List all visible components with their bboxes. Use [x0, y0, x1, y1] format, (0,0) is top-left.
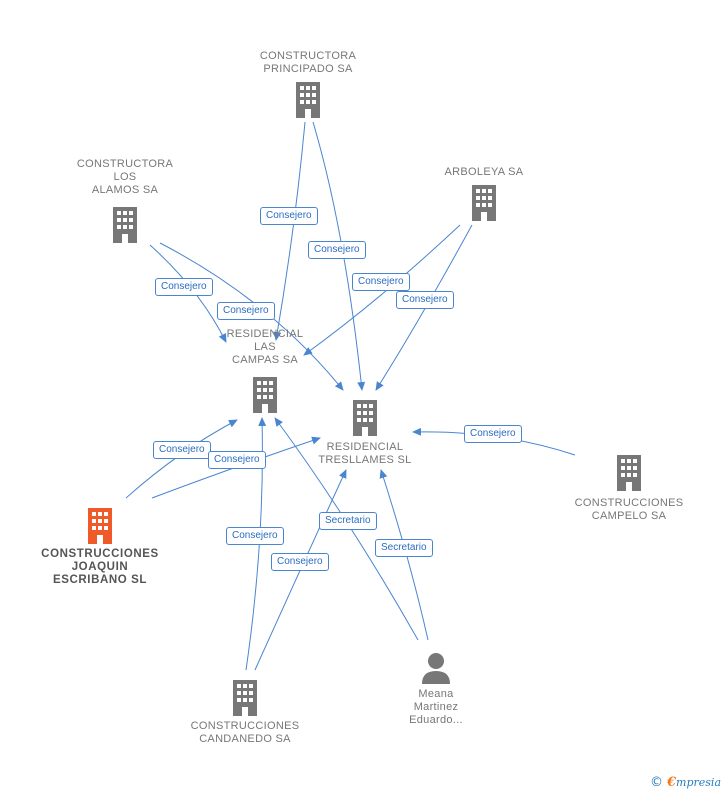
- node-residencial-las-campas[interactable]: RESIDENCIAL LAS CAMPAS SA: [195, 328, 335, 413]
- node-label: CONSTRUCCIONES JOAQUIN ESCRIBANO SL: [41, 548, 159, 586]
- building-icon: [472, 185, 496, 221]
- brand-initial: €: [667, 775, 677, 790]
- edge-label-principado-tresllames: Consejero: [308, 241, 366, 259]
- node-label: CONSTRUCTORA PRINCIPADO SA: [259, 50, 357, 75]
- building-icon: [353, 400, 377, 436]
- building-icon: [296, 82, 320, 118]
- edge-label-joaquin-campas: Consejero: [153, 441, 211, 459]
- node-label: CONSTRUCCIONES CAMPELO SA: [574, 497, 684, 522]
- node-label: CONSTRUCCIONES CANDANEDO SA: [190, 720, 300, 745]
- edge-label-arboleya-tresllames: Consejero: [396, 291, 454, 309]
- edge-meana-tresllames: [379, 469, 429, 641]
- building-icon: [88, 508, 112, 544]
- empresia-brand: © €mpresia: [650, 775, 721, 790]
- node-construcciones-candanedo[interactable]: CONSTRUCCIONES CANDANEDO SA: [175, 680, 315, 746]
- node-label: CONSTRUCTORA LOS ALAMOS SA: [76, 158, 174, 196]
- building-icon: [617, 455, 641, 491]
- node-label: ARBOLEYA SA: [444, 166, 524, 178]
- node-residencial-tresllames[interactable]: RESIDENCIAL TRESLLAMES SL: [295, 400, 435, 467]
- edge-label-meana-tresllames: Secretario: [375, 539, 433, 557]
- edge-label-alamos-campas: Consejero: [155, 278, 213, 296]
- edge-arboleya-campas: [303, 224, 461, 356]
- edge-label-principado-campas: Consejero: [260, 207, 318, 225]
- edge-label-meana-campas: Secretario: [319, 512, 377, 530]
- edge-label-alamos-tresllames: Consejero: [217, 302, 275, 320]
- building-icon: [113, 207, 137, 243]
- node-label: RESIDENCIAL TRESLLAMES SL: [318, 441, 412, 466]
- node-construcciones-campelo[interactable]: CONSTRUCCIONES CAMPELO SA: [559, 455, 699, 523]
- edge-label-joaquin-tresllames: Consejero: [208, 451, 266, 469]
- edge-arboleya-tresllames: [375, 224, 473, 391]
- edge-label-candanedo-tresllames: Consejero: [271, 553, 329, 571]
- edge-label-candanedo-campas: Consejero: [226, 527, 284, 545]
- node-constructora-principado[interactable]: CONSTRUCTORA PRINCIPADO SA: [238, 50, 378, 118]
- edge-label-campelo-tresllames: Consejero: [464, 425, 522, 443]
- node-label: RESIDENCIAL LAS CAMPAS SA: [226, 328, 304, 366]
- node-construcciones-joaquin-escribano[interactable]: CONSTRUCCIONES JOAQUIN ESCRIBANO SL: [20, 508, 180, 587]
- node-arboleya[interactable]: ARBOLEYA SA: [414, 166, 554, 221]
- node-label: Meana Martinez Eduardo...: [409, 688, 463, 726]
- copyright-symbol: ©: [650, 775, 663, 790]
- person-icon: [422, 653, 450, 684]
- node-meana-martinez-eduardo[interactable]: Meana Martinez Eduardo...: [378, 652, 494, 727]
- brand-name: mpresia: [676, 776, 722, 789]
- building-icon: [253, 377, 277, 413]
- edge-principado-campas: [273, 121, 306, 341]
- node-constructora-los-alamos[interactable]: CONSTRUCTORA LOS ALAMOS SA: [55, 158, 195, 243]
- edge-label-arboleya-campas: Consejero: [352, 273, 410, 291]
- building-icon: [233, 680, 257, 716]
